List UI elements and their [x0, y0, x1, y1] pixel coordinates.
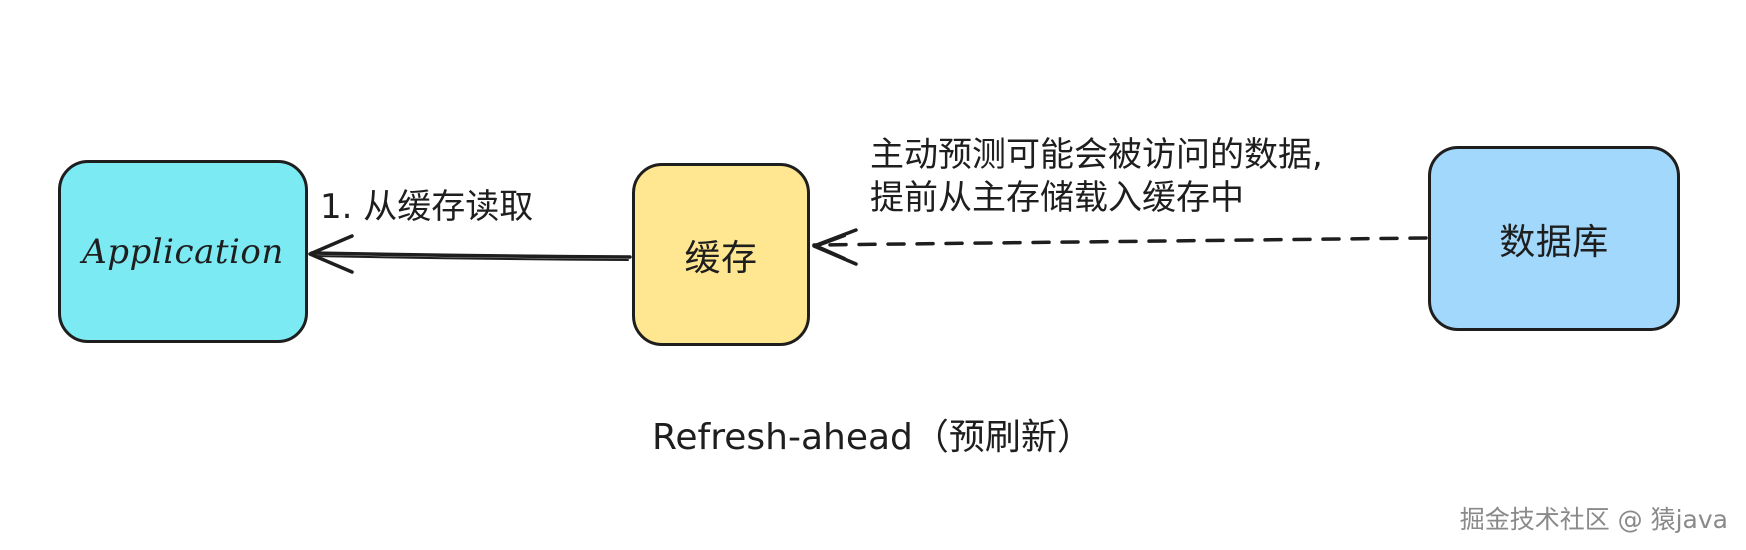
preload-label-line-2: 提前从主存储载入缓存中 [870, 177, 1244, 218]
read-arrow-line-2 [313, 255, 629, 261]
preload-arrowhead [812, 228, 858, 266]
preload-edge-label: 主动预测可能会被访问的数据, 提前从主存储载入缓存中 [870, 134, 1323, 219]
database-label: 数据库 [1499, 221, 1609, 263]
database-node: 数据库 [1428, 146, 1680, 331]
watermark: 掘金技术社区 @ 猿java [1459, 505, 1728, 534]
preload-label-line-1: 主动预测可能会被访问的数据, [870, 135, 1323, 175]
read-edge-label: 1. 从缓存读取 [320, 187, 534, 227]
cache-label: 缓存 [684, 237, 758, 279]
preload-arrow-line [812, 236, 1428, 247]
read-arrowhead [308, 234, 354, 274]
application-label: Application [82, 231, 284, 272]
read-arrow-line [310, 251, 632, 259]
cache-node: 缓存 [632, 163, 810, 346]
application-node: Application [58, 160, 308, 343]
diagram-caption: Refresh-ahead（预刷新） [652, 417, 1093, 458]
preload-arrowhead-inner [817, 235, 846, 259]
